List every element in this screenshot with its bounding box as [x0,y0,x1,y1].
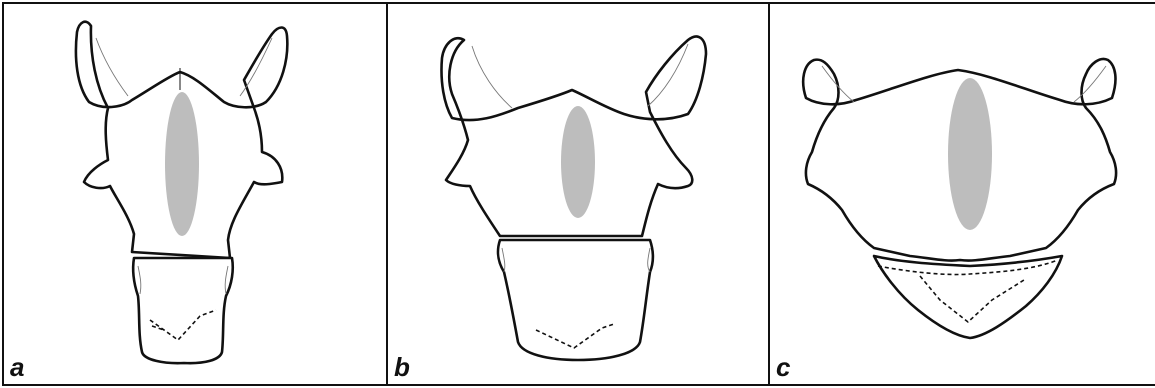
lower-segment-b [498,240,653,360]
panel-b: b [386,2,770,386]
sclerite-diagram-c [770,4,1155,384]
gray-spot-b [561,106,595,218]
lower-segment-c [874,256,1062,338]
panel-a: a [2,2,388,386]
gray-spot-c [948,78,992,230]
sclerite-diagram-a [4,4,386,384]
panel-label-c: c [776,354,790,380]
panel-label-a: a [10,354,24,380]
gray-spot-a [165,92,199,236]
panel-c: c [768,2,1155,386]
panel-label-b: b [394,354,410,380]
lower-segment-a [133,258,233,363]
sclerite-diagram-b [388,4,768,384]
